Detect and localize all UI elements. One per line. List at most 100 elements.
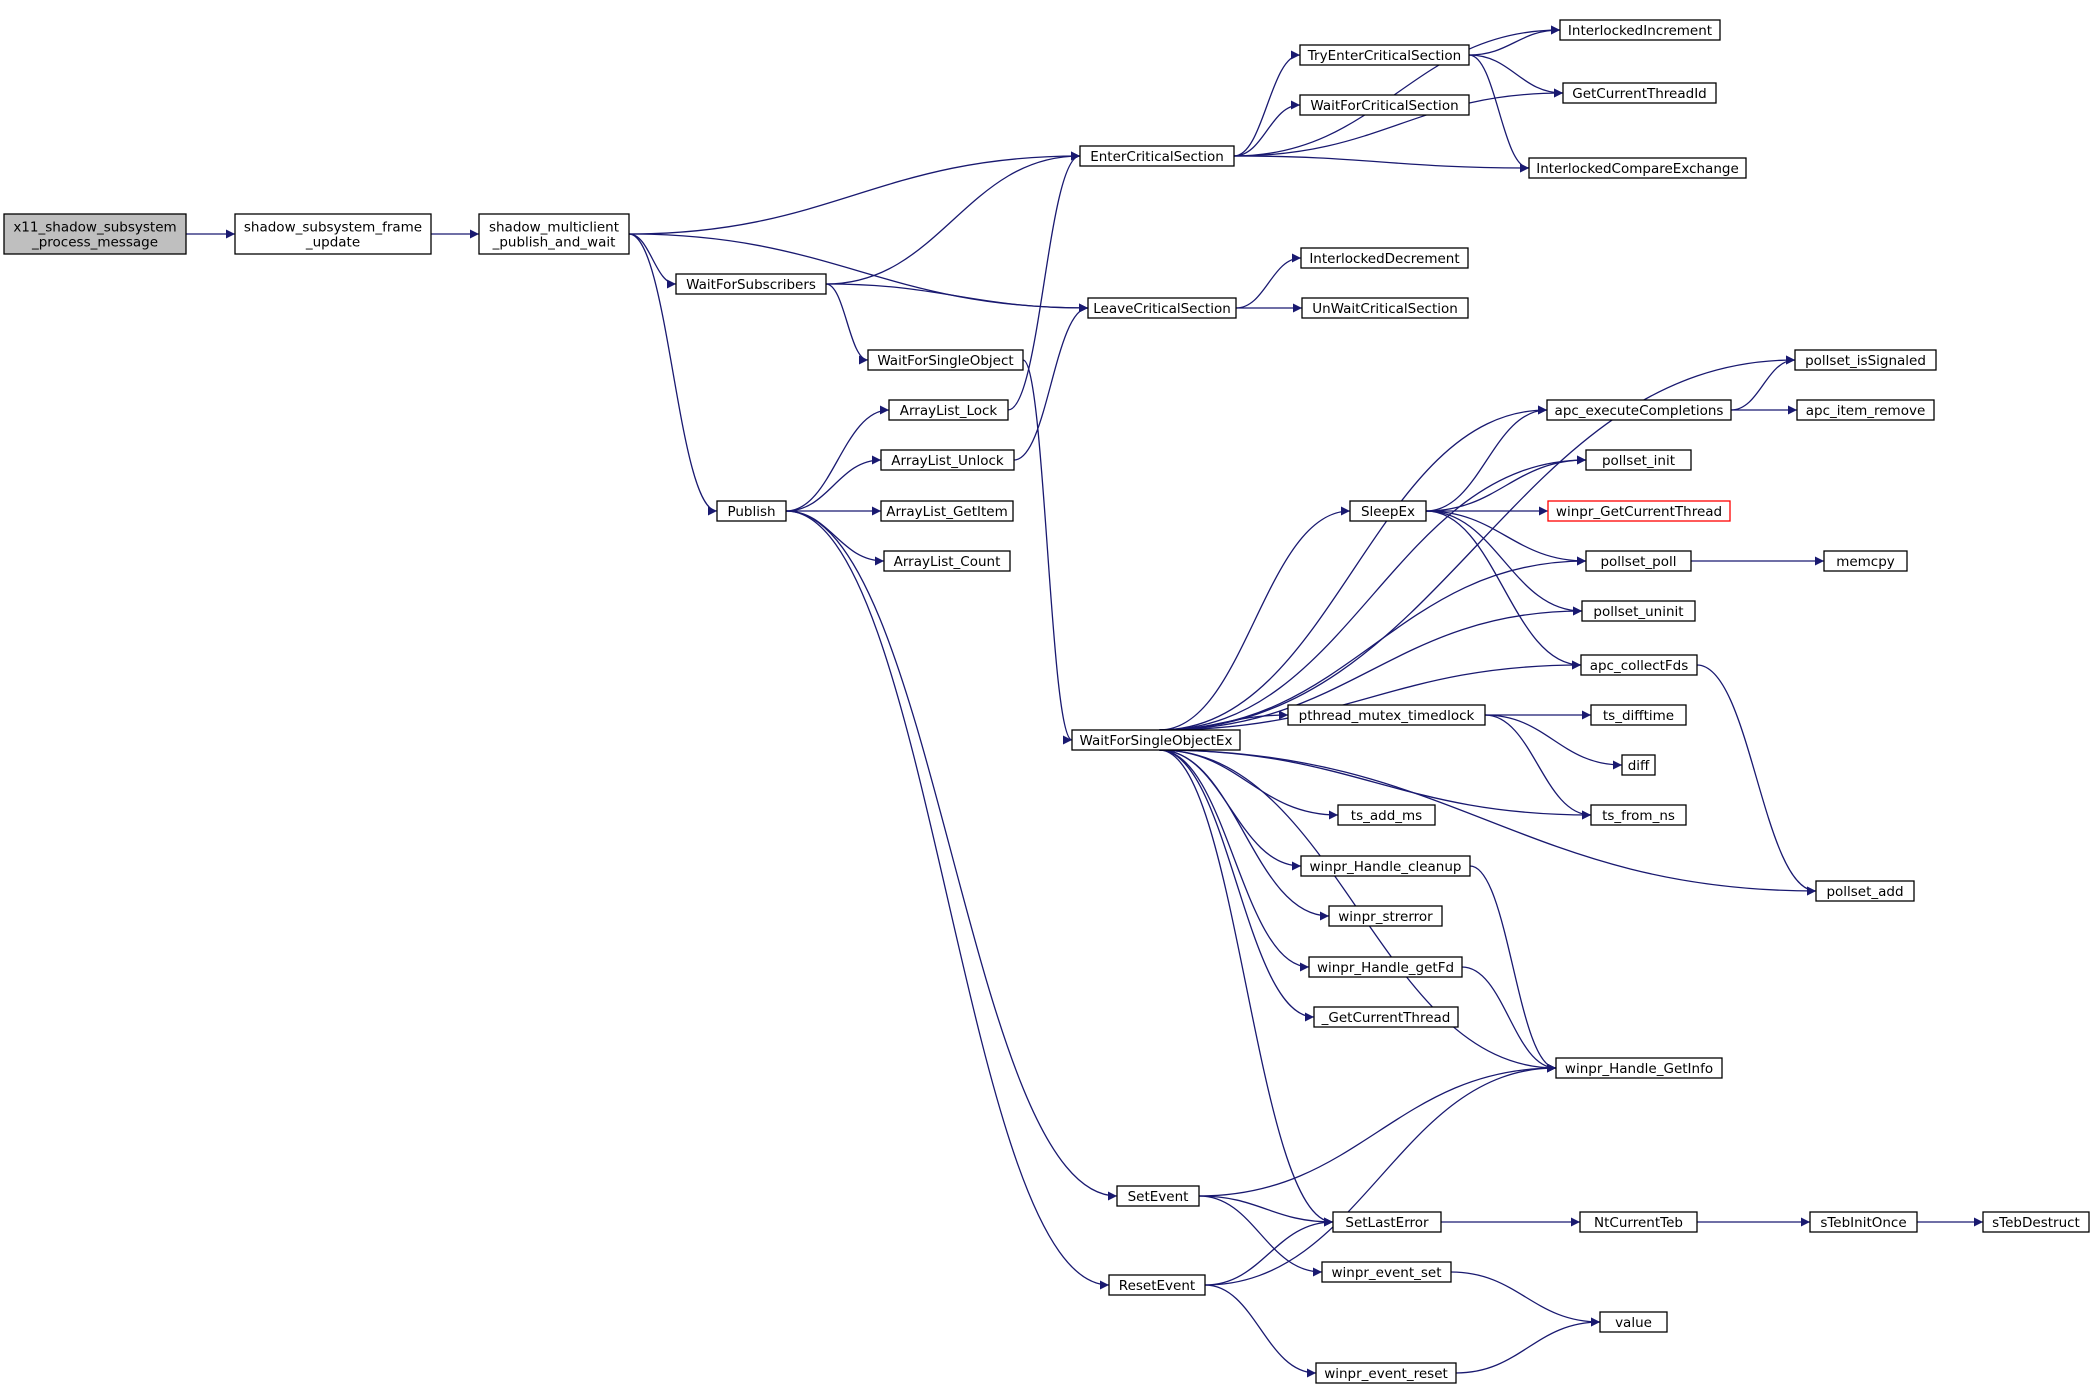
- node-value[interactable]: value: [1599, 1311, 1668, 1333]
- node-getcurrentthreadid[interactable]: GetCurrentThreadId: [1562, 82, 1717, 104]
- node-label: InterlockedCompareExchange: [1536, 161, 1739, 177]
- edge-multiclient-to-entercriticalsection: [628, 151, 1081, 235]
- node-waitforcriticalsection[interactable]: WaitForCriticalSection: [1299, 94, 1470, 116]
- edge-pthread_mutex_timedlock-to-diff: [1484, 714, 1623, 770]
- node-publish[interactable]: Publish: [716, 500, 787, 522]
- node-tryentercriticalsection[interactable]: TryEnterCriticalSection: [1299, 44, 1470, 66]
- node-label: winpr_strerror: [1338, 909, 1433, 925]
- node-winpr-handle-getfd[interactable]: winpr_Handle_getFd: [1308, 956, 1463, 978]
- node-label: pollset_add: [1826, 884, 1903, 900]
- node-x11[interactable]: x11_shadow_subsystem_process_message: [3, 213, 187, 255]
- edges: [186, 25, 1983, 1378]
- node-pollset-issignaled[interactable]: pollset_isSignaled: [1794, 349, 1937, 371]
- node-resetevent[interactable]: ResetEvent: [1108, 1274, 1206, 1296]
- node-ts-difftime[interactable]: ts_difftime: [1590, 704, 1687, 726]
- node-box: [234, 213, 432, 255]
- node-box: [1308, 956, 1463, 978]
- node-winpr-handle-getinfo[interactable]: winpr_Handle_GetInfo: [1555, 1057, 1723, 1079]
- node-unwaitcriticalsection[interactable]: UnWaitCriticalSection: [1301, 297, 1469, 319]
- node-pollset-poll[interactable]: pollset_poll: [1585, 550, 1692, 572]
- node-interlockeddecrement[interactable]: InterlockedDecrement: [1300, 247, 1469, 269]
- node-label: shadow_multiclient: [489, 220, 619, 236]
- node-label: InterlockedIncrement: [1568, 23, 1712, 39]
- node-box: [1809, 1211, 1918, 1233]
- edge-leavecriticalsection-to-interlockeddecrement: [1235, 253, 1302, 309]
- node-leavecriticalsection[interactable]: LeaveCriticalSection: [1087, 297, 1237, 319]
- node-interlockedincrement[interactable]: InterlockedIncrement: [1559, 19, 1721, 41]
- node-waitforsingleobjectex[interactable]: WaitForSingleObjectEx: [1071, 729, 1241, 751]
- node-box: [1581, 600, 1696, 622]
- node-box: [1071, 729, 1241, 751]
- edge-waitforsingleobjectex-to-setlasterror: [1159, 749, 1334, 1227]
- node-winpr-strerror[interactable]: winpr_strerror: [1328, 905, 1443, 927]
- node--getcurrentthread[interactable]: _GetCurrentThread: [1313, 1006, 1459, 1028]
- node-waitforsubscribers[interactable]: WaitForSubscribers: [675, 273, 827, 295]
- node-winpr-getcurrentthread[interactable]: winpr_GetCurrentThread: [1547, 500, 1731, 522]
- edge-setevent-to-setlasterror: [1198, 1195, 1334, 1227]
- node-winpr-event-set[interactable]: winpr_event_set: [1321, 1261, 1452, 1283]
- node-box: [867, 349, 1024, 371]
- node-pollset-init[interactable]: pollset_init: [1585, 449, 1692, 471]
- node-label: SetEvent: [1128, 1189, 1189, 1205]
- node-ntcurrentteb[interactable]: NtCurrentTeb: [1579, 1211, 1698, 1233]
- node-multiclient[interactable]: shadow_multiclient_publish_and_wait: [478, 213, 630, 255]
- node-box: [1590, 704, 1687, 726]
- node-ts-add-ms[interactable]: ts_add_ms: [1337, 804, 1436, 826]
- node-label: shadow_subsystem_frame: [244, 220, 422, 236]
- node-label: _update: [305, 235, 360, 251]
- node-box: [1562, 82, 1717, 104]
- node-arraylist-count[interactable]: ArrayList_Count: [883, 550, 1011, 572]
- edge-waitforsingleobject-to-waitforsingleobjectex: [1022, 359, 1073, 745]
- edge-waitforsingleobjectex-to-winpr_strerror: [1159, 749, 1330, 921]
- edge-tryentercriticalsection-to-interlockedcompareexchange: [1468, 54, 1530, 173]
- node-arraylist-getitem[interactable]: ArrayList_GetItem: [880, 500, 1014, 522]
- edge-waitforsingleobjectex-to-ts_add_ms: [1159, 749, 1339, 820]
- node-setevent[interactable]: SetEvent: [1116, 1185, 1200, 1207]
- node-label: ArrayList_Count: [894, 554, 1001, 570]
- node-label: x11_shadow_subsystem: [13, 220, 176, 236]
- nodes: x11_shadow_subsystem_process_message shad…: [3, 19, 2090, 1384]
- node-winpr-event-reset[interactable]: winpr_event_reset: [1315, 1362, 1457, 1384]
- node-sleepex[interactable]: SleepEx: [1349, 500, 1427, 522]
- node-box: [1982, 1211, 2090, 1233]
- node-label: winpr_Handle_getFd: [1317, 960, 1454, 976]
- node-pollset-uninit[interactable]: pollset_uninit: [1581, 600, 1696, 622]
- node-label: GetCurrentThreadId: [1572, 86, 1707, 102]
- node-box: [1332, 1211, 1442, 1233]
- node-apc-collectfds[interactable]: apc_collectFds: [1580, 654, 1698, 676]
- node-interlockedcompareexchange[interactable]: InterlockedCompareExchange: [1528, 157, 1747, 179]
- node-label: TryEnterCriticalSection: [1307, 48, 1461, 64]
- node-arraylist-lock[interactable]: ArrayList_Lock: [888, 399, 1009, 421]
- node-label: SetLastError: [1345, 1215, 1429, 1231]
- node-pthread-mutex-timedlock[interactable]: pthread_mutex_timedlock: [1287, 704, 1486, 726]
- node-entercriticalsection[interactable]: EnterCriticalSection: [1079, 145, 1235, 167]
- node-winpr-handle-cleanup[interactable]: winpr_Handle_cleanup: [1300, 855, 1471, 877]
- node-setlasterror[interactable]: SetLastError: [1332, 1211, 1442, 1233]
- node-label: ts_difftime: [1603, 708, 1674, 724]
- edge-winpr_handle_cleanup-to-winpr_handle_getinfo: [1469, 865, 1557, 1073]
- node-box: [1621, 754, 1656, 776]
- node-label: _publish_and_wait: [492, 235, 616, 251]
- node-memcpy[interactable]: memcpy: [1823, 550, 1908, 572]
- node-label: pollset_uninit: [1593, 604, 1683, 620]
- node-box: [1528, 157, 1747, 179]
- node-stebdestruct[interactable]: sTebDestruct: [1982, 1211, 2090, 1233]
- node-arraylist-unlock[interactable]: ArrayList_Unlock: [880, 449, 1015, 471]
- node-label: WaitForSingleObject: [877, 353, 1013, 369]
- node-box: [1315, 1362, 1457, 1384]
- node-box: [1300, 247, 1469, 269]
- node-label: LeaveCriticalSection: [1093, 301, 1231, 317]
- node-diff[interactable]: diff: [1621, 754, 1656, 776]
- node-ts-from-ns[interactable]: ts_from_ns: [1590, 804, 1687, 826]
- node-label: value: [1615, 1315, 1652, 1331]
- node-frame-update[interactable]: shadow_subsystem_frame_update: [234, 213, 432, 255]
- edge-sleepex-to-apc_executecompletions: [1425, 405, 1548, 512]
- node-apc-item-remove[interactable]: apc_item_remove: [1796, 399, 1935, 421]
- node-stebinitonce[interactable]: sTebInitOnce: [1809, 1211, 1918, 1233]
- edge-waitforsubscribers-to-entercriticalsection: [825, 151, 1081, 285]
- node-pollset-add[interactable]: pollset_add: [1815, 880, 1915, 902]
- edge-publish-to-arraylist_lock: [785, 405, 890, 512]
- node-waitforsingleobject[interactable]: WaitForSingleObject: [867, 349, 1024, 371]
- edge-sleepex-to-apc_collectfds: [1425, 510, 1582, 670]
- node-apc-executecompletions[interactable]: apc_executeCompletions: [1546, 399, 1732, 421]
